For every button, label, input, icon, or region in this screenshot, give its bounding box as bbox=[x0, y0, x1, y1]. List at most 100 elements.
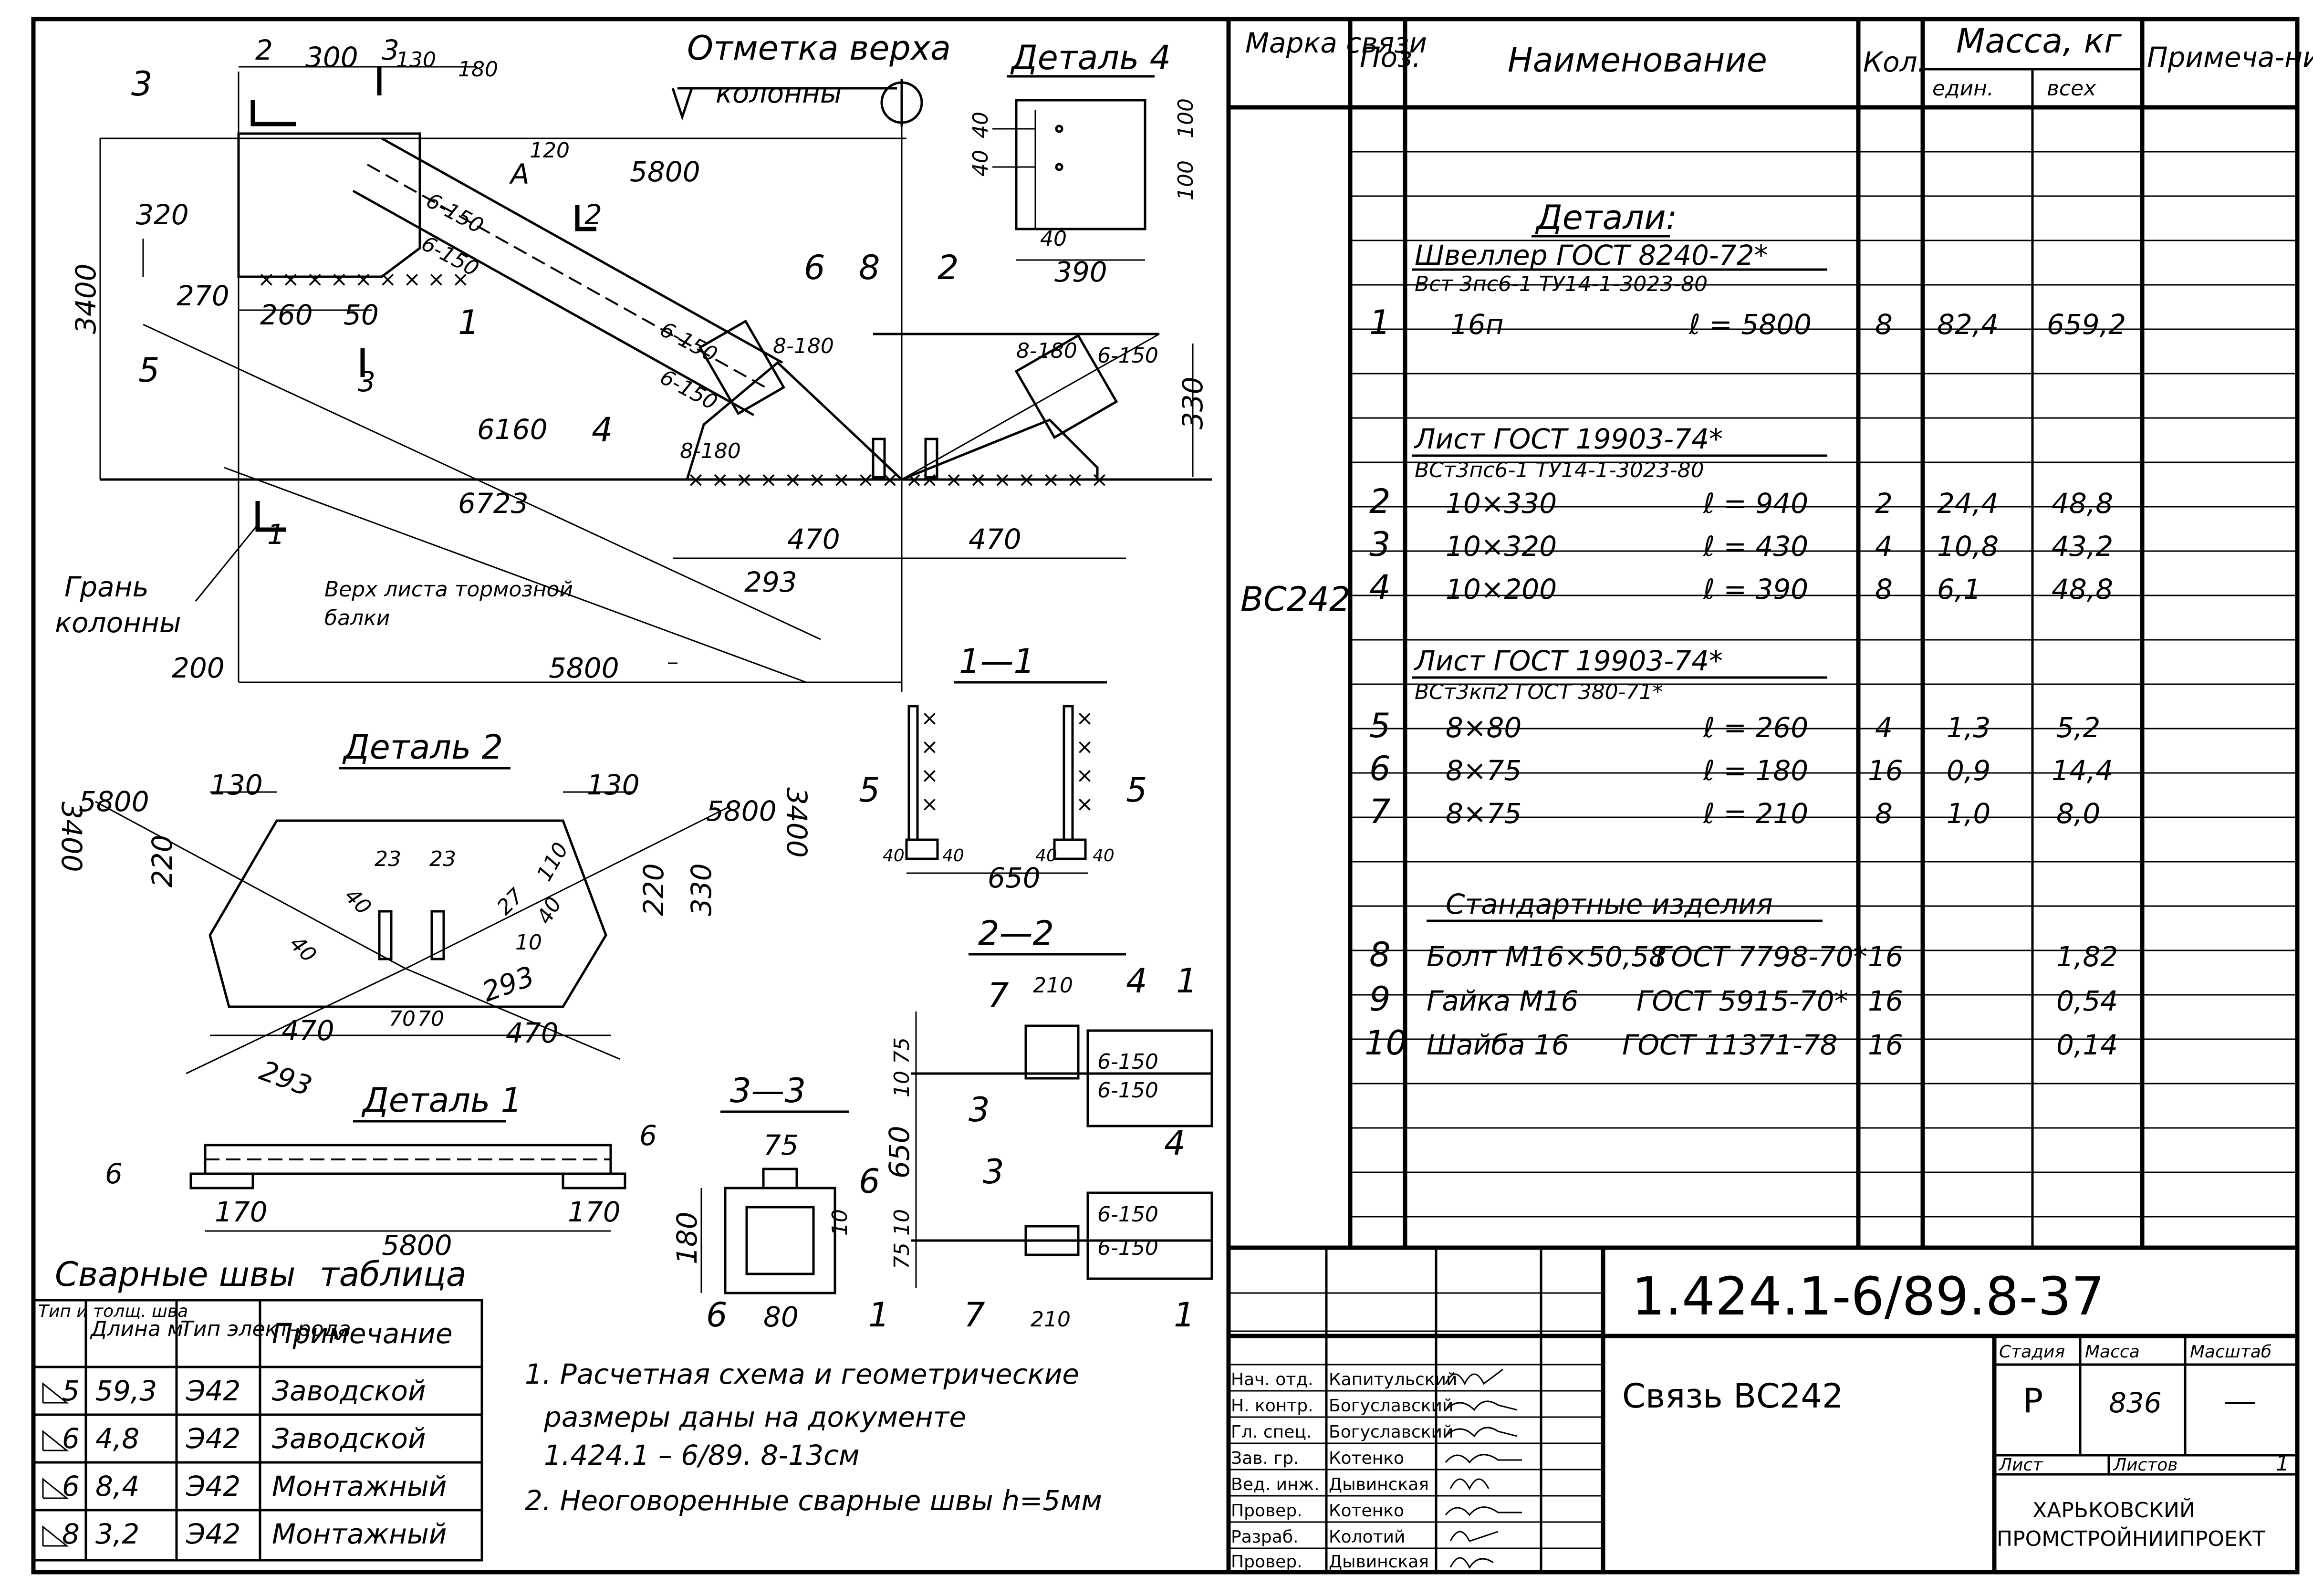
dim-text: 23 bbox=[429, 847, 456, 871]
main-view: × × × × × × × × × × × × × × × × × × × × … bbox=[55, 29, 1212, 692]
svg-text:Нач. отд.: Нач. отд. bbox=[1231, 1370, 1313, 1389]
svg-text:Монтажный: Монтажный bbox=[272, 1470, 447, 1502]
weld-marks: × bbox=[1076, 735, 1094, 759]
svg-text:ℓ = 180: ℓ = 180 bbox=[1703, 754, 1808, 787]
weld-dim: 6-150 bbox=[1097, 1202, 1158, 1227]
dim-text: 210 bbox=[1031, 1307, 1071, 1332]
detail-1: Деталь 1 5800 170 170 6 6 bbox=[105, 1081, 657, 1262]
position-callout: 4 bbox=[1126, 961, 1147, 1001]
position-callout: 7 bbox=[988, 976, 1009, 1015]
weld-table-title: таблица bbox=[320, 1255, 467, 1294]
weld-marks: × × × × × × × × bbox=[921, 468, 1108, 492]
svg-text:Дывинская: Дывинская bbox=[1329, 1552, 1429, 1572]
svg-text:Капитульский: Капитульский bbox=[1329, 1370, 1457, 1389]
weld-dim: 6-150 bbox=[1097, 1078, 1158, 1103]
weld-symbol-icon bbox=[42, 1477, 69, 1499]
dim-text: 3400 bbox=[55, 802, 88, 872]
position-callout: 1 bbox=[458, 303, 479, 342]
dim-text: 40 bbox=[969, 150, 993, 177]
weld-dim: 6-150 bbox=[656, 365, 721, 415]
dim-text: 220 bbox=[146, 835, 178, 887]
spec-header-qty: Кол. bbox=[1863, 46, 1926, 78]
column-face-label: Грань bbox=[64, 571, 149, 603]
svg-text:1: 1 bbox=[1369, 303, 1391, 342]
note-line: 1.424.1 – 6/89. 8-13см bbox=[544, 1439, 860, 1471]
spec-standard: Лист ГОСТ 19903-74* bbox=[1414, 645, 1723, 677]
dim-text: 80 bbox=[763, 1301, 799, 1333]
svg-text:24,4: 24,4 bbox=[1937, 487, 1999, 520]
svg-text:Котенко: Котенко bbox=[1329, 1501, 1404, 1521]
svg-text:5: 5 bbox=[1369, 706, 1391, 745]
svg-text:16: 16 bbox=[1868, 1029, 1903, 1061]
spec-standard: ВСт3кп2 ГОСТ 380-71* bbox=[1415, 680, 1663, 704]
bolt-hole-icon bbox=[378, 910, 393, 960]
dim-text: 40 bbox=[532, 893, 566, 928]
svg-text:10×330: 10×330 bbox=[1446, 487, 1557, 520]
tag-a: A bbox=[509, 158, 530, 190]
dim-text: 110 bbox=[532, 838, 573, 885]
weld-dim: 6-150 bbox=[656, 317, 721, 367]
position-callout: 5 bbox=[138, 351, 160, 390]
table-row: 7 8×75 ℓ = 210 8 1,0 8,0 bbox=[1369, 792, 2100, 831]
detail4-title: Деталь 4 bbox=[1010, 38, 1171, 77]
weld-dim: 8-180 bbox=[773, 334, 834, 358]
spec-header-mark: Марка связи bbox=[1245, 27, 1427, 59]
section-marker-2 bbox=[250, 100, 296, 126]
svg-text:14,4: 14,4 bbox=[2052, 754, 2113, 787]
sheet-frame bbox=[31, 17, 2300, 1575]
dim-text: 200 bbox=[172, 652, 225, 684]
weld-dim: 6-150 bbox=[1097, 1050, 1158, 1074]
svg-text:10×200: 10×200 bbox=[1446, 573, 1557, 605]
detail1-title: Деталь 1 bbox=[361, 1081, 522, 1120]
dim-text: 470 bbox=[506, 1017, 559, 1049]
sheets-value: 1 bbox=[2276, 1451, 2289, 1476]
dim-text: 6723 bbox=[458, 487, 529, 520]
table-row: 8 3,2 Э42 Монтажный bbox=[42, 1518, 447, 1550]
svg-text:43,2: 43,2 bbox=[2052, 530, 2113, 563]
dim-text: 10 bbox=[515, 930, 542, 955]
signature bbox=[1445, 1400, 1518, 1411]
svg-text:Зав. гр.: Зав. гр. bbox=[1231, 1449, 1299, 1468]
position-callout: 5 bbox=[1126, 771, 1147, 810]
signature bbox=[1445, 1454, 1522, 1464]
svg-text:16: 16 bbox=[1868, 940, 1903, 973]
dim-text: 180 bbox=[458, 57, 498, 82]
dim-text: 50 bbox=[344, 299, 379, 331]
dim-text: 75 bbox=[763, 1129, 799, 1161]
weld-marks: × bbox=[921, 792, 938, 816]
bolt-icon bbox=[872, 438, 886, 479]
doc-number: 1.424.1-6/89.8-37 bbox=[1632, 1266, 2105, 1327]
weld-dim: 8-180 bbox=[1016, 339, 1077, 363]
note-line: размеры даны на документе bbox=[543, 1401, 966, 1433]
weld-marks: × × × × × × × × × × bbox=[687, 468, 923, 492]
position-callout: 6 bbox=[706, 1295, 728, 1335]
table-row: 9 Гайка М16 ГОСТ 5915-70* 16 0,54 bbox=[1369, 980, 2118, 1019]
weld-marks: × bbox=[1076, 706, 1094, 730]
weld-marks: × bbox=[921, 735, 938, 759]
table-row: 1 16п ℓ = 5800 8 82,4 659,2 bbox=[1369, 303, 2126, 342]
dim-text: 470 bbox=[969, 523, 1021, 555]
section-number: 3 bbox=[358, 365, 375, 398]
svg-text:8,4: 8,4 bbox=[95, 1470, 139, 1502]
mass-label: Масса bbox=[2085, 1342, 2140, 1362]
dim-text: 40 bbox=[883, 846, 905, 866]
spec-header-note: Примеча-ние bbox=[2147, 41, 2313, 73]
svg-text:8: 8 bbox=[1875, 308, 1893, 341]
dim-text: 5800 bbox=[630, 156, 700, 188]
position-callout: 1 bbox=[1176, 961, 1198, 1001]
mass-value: 836 bbox=[2109, 1387, 2162, 1419]
dim-text: 5800 bbox=[382, 1229, 452, 1262]
position-callout: 7 bbox=[964, 1295, 985, 1335]
svg-text:Заводской: Заводской bbox=[272, 1422, 426, 1455]
notes: 1. Расчетная схема и геометрические разм… bbox=[525, 1358, 1102, 1517]
svg-text:ℓ = 260: ℓ = 260 bbox=[1703, 711, 1808, 744]
signature bbox=[1445, 1368, 1503, 1386]
dim-text: 40 bbox=[1093, 846, 1115, 866]
dim-text: 210 bbox=[1033, 973, 1073, 998]
section-3-3: 3—3 180 75 80 6 6 1 10 bbox=[671, 1071, 890, 1335]
sheet-label: Лист bbox=[1998, 1455, 2043, 1475]
signature bbox=[1449, 1478, 1490, 1491]
dim-text: 40 bbox=[1040, 227, 1067, 251]
dim-text: 330 bbox=[685, 863, 718, 916]
dim-text: 6160 bbox=[477, 413, 548, 446]
